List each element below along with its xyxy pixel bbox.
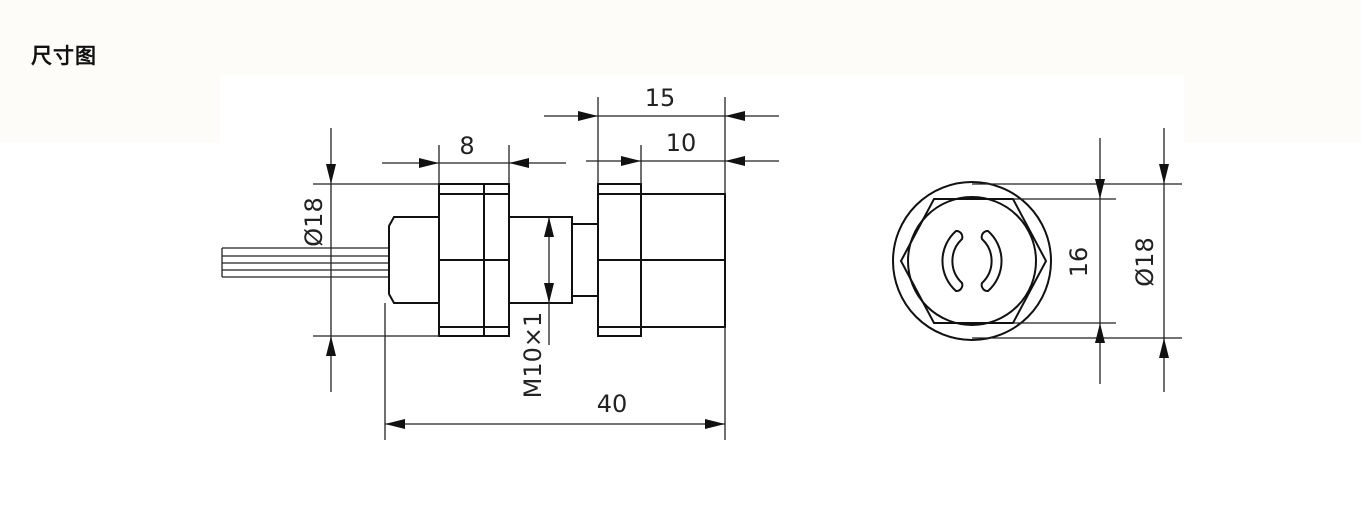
side-view: Ø18 8 M10×1 15 [221, 84, 779, 440]
dim-label-outer-diameter: Ø18 [300, 197, 328, 246]
dim-overall-length: 40 [384, 303, 726, 440]
nut-left [438, 183, 510, 337]
slot-left [941, 230, 964, 292]
dim-label-head-length: 15 [645, 84, 676, 112]
dim-thread-length: 10 [586, 129, 779, 184]
dim-label-outer-diameter-end: Ø18 [1131, 237, 1159, 286]
chamfer-circle [901, 199, 1046, 323]
inner-circle [907, 196, 1037, 326]
dim-thread-spec: M10×1 [519, 217, 554, 398]
drawing-area [220, 75, 1184, 475]
dim-label-overall-length: 40 [597, 390, 628, 418]
dim-outer-diameter-end: Ø18 [1131, 128, 1169, 392]
sensing-head [597, 183, 726, 337]
page-title: 尺寸图 [31, 44, 97, 68]
dim-label-nut-width: 8 [459, 132, 474, 160]
cable-wires [221, 247, 388, 278]
dim-across-flats: 16 [1065, 138, 1105, 384]
threaded-body [508, 216, 599, 304]
dim-outer-diameter-side: Ø18 [300, 128, 439, 392]
slot-right [980, 230, 1003, 292]
hex-outline [899, 198, 1048, 324]
dim-label-thread-length: 10 [666, 129, 697, 157]
cable-boot [388, 216, 440, 304]
outer-circle [892, 181, 1052, 341]
dim-label-thread-spec: M10×1 [519, 312, 547, 399]
end-view: 16 Ø18 [892, 128, 1182, 392]
dim-label-across-flats: 16 [1065, 247, 1093, 278]
dim-head-length: 15 [544, 84, 779, 194]
dim-nut-width: 8 [382, 132, 566, 184]
